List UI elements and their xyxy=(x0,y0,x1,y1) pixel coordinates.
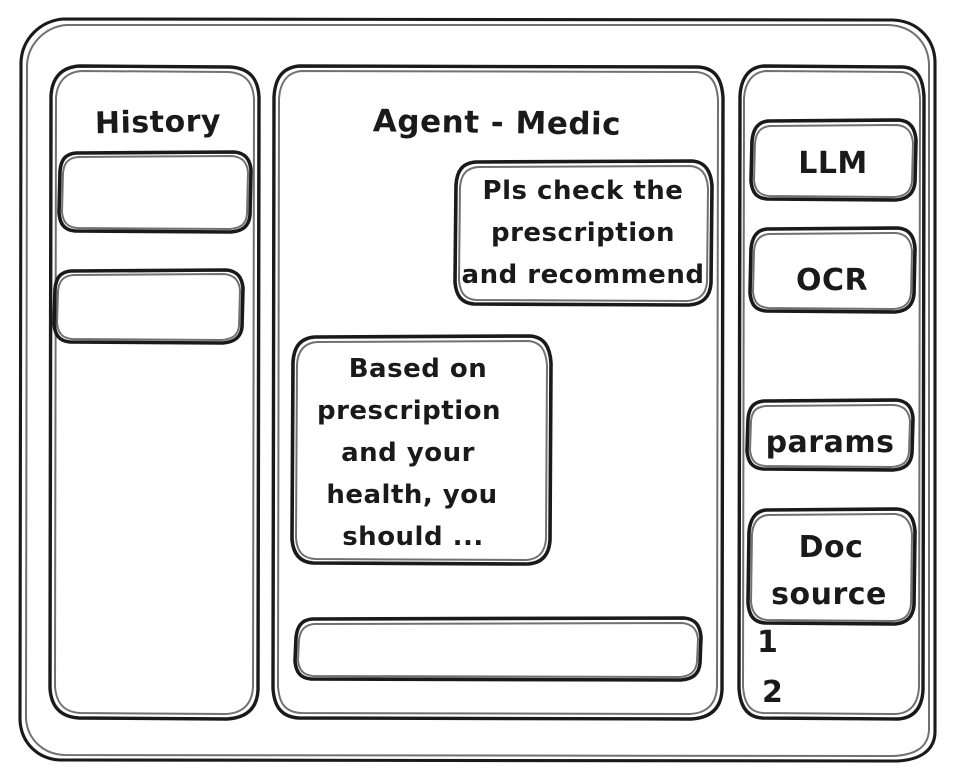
doc-list-item-1[interactable]: 1 xyxy=(757,625,778,660)
doc-source-line-2: source xyxy=(771,577,887,612)
history-item-1[interactable] xyxy=(57,150,253,234)
doc-source-line-1: Doc xyxy=(799,530,864,565)
message-line: Based on xyxy=(349,354,488,384)
tool-button-llm[interactable]: LLM xyxy=(749,118,918,202)
tool-button-llm-label: LLM xyxy=(798,146,868,181)
agent-panel: Agent - Medic Pls check the prescription… xyxy=(271,64,725,721)
message-line: should ... xyxy=(342,522,484,552)
tools-panel: LLM OCR params Doc source 1 2 xyxy=(737,64,926,721)
message-line: prescription xyxy=(491,218,675,248)
tool-button-params[interactable]: params xyxy=(745,398,915,472)
message-line: health, you xyxy=(326,480,497,510)
doc-list-item-2[interactable]: 2 xyxy=(762,675,783,710)
history-heading: History xyxy=(95,104,222,141)
tool-button-ocr-label: OCR xyxy=(796,263,868,298)
agent-title: Agent - Medic xyxy=(373,103,622,142)
tool-button-ocr[interactable]: OCR xyxy=(748,226,917,314)
history-item-2[interactable] xyxy=(52,268,245,345)
tool-button-doc-source[interactable]: Doc source xyxy=(746,507,917,626)
message-line: prescription xyxy=(317,396,501,426)
message-input[interactable] xyxy=(293,616,703,682)
message-bubble-user: Pls check the prescription and recommend xyxy=(453,159,714,307)
message-line: Pls check the xyxy=(483,176,684,206)
app-window-frame xyxy=(18,17,937,763)
history-panel: History xyxy=(48,64,261,721)
message-bubble-assistant: Based on prescription and your health, y… xyxy=(290,334,553,566)
tool-button-params-label: params xyxy=(766,425,895,460)
message-line: and your xyxy=(341,438,475,468)
message-line: and recommend xyxy=(462,260,705,290)
